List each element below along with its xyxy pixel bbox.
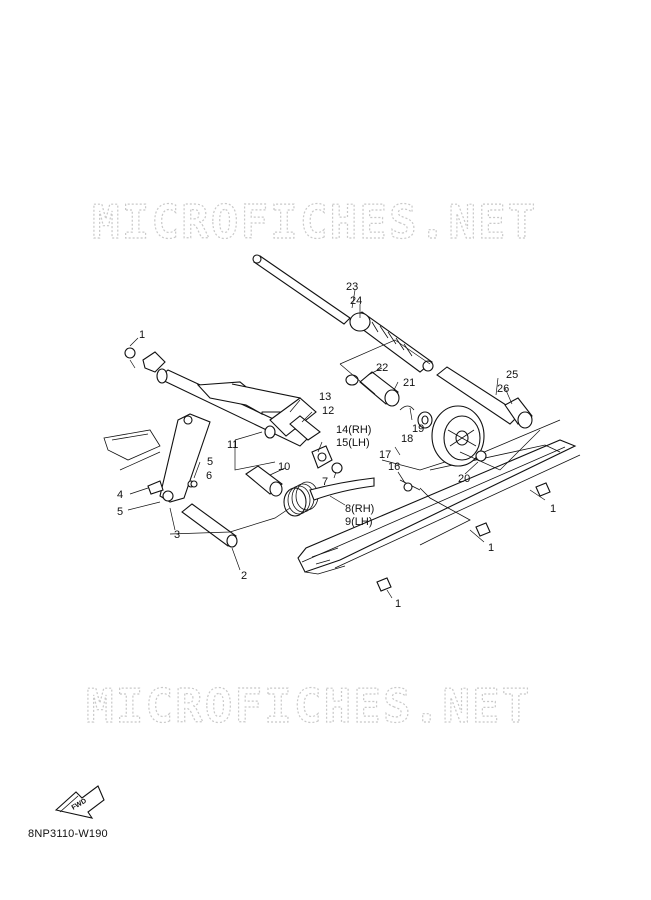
callout-1-rail-right[interactable]: 1: [550, 503, 556, 515]
callout-7[interactable]: 7: [322, 476, 328, 488]
callout-19-label[interactable]: 19: [412, 423, 424, 435]
callout-13[interactable]: 13: [319, 391, 331, 403]
callout-22[interactable]: 22: [376, 362, 388, 374]
callout-23[interactable]: 23: [346, 281, 358, 293]
link-arm: [159, 413, 211, 503]
callout-5-lower[interactable]: 5: [117, 506, 123, 518]
watermark-top: MICROFICHES.NET: [92, 195, 537, 249]
callout-3[interactable]: 3: [174, 529, 180, 541]
slide-rail-assembly: [297, 419, 581, 575]
bolt-rail-3: [376, 577, 392, 592]
callout-21[interactable]: 21: [403, 377, 415, 389]
callout-10[interactable]: 10: [278, 461, 290, 473]
callout-17-visible[interactable]: 17: [379, 449, 391, 461]
watermark-bottom: MICROFICHES.NET: [86, 679, 531, 733]
decal-left: [103, 429, 161, 461]
block-14: [311, 445, 333, 469]
mount-bracket: [124, 347, 166, 373]
callout-5-upper[interactable]: 5: [207, 456, 213, 468]
washer-6: [190, 480, 198, 488]
bolt-4: [147, 480, 164, 495]
diagram-code: 8NP3110-W190: [28, 828, 108, 840]
shock-absorber: [252, 254, 434, 373]
callout-1-top-left[interactable]: 1: [139, 329, 145, 341]
bolt-rail-2: [475, 522, 491, 537]
washer-16: [403, 482, 413, 492]
fwd-arrow-icon: FWD: [54, 785, 105, 819]
callout-26[interactable]: 26: [497, 383, 509, 395]
callout-14-rh[interactable]: 14(RH): [336, 424, 371, 436]
roller-21: [345, 371, 400, 407]
torsion-spring: [283, 477, 375, 517]
callout-20[interactable]: 20: [458, 473, 470, 485]
callout-2[interactable]: 2: [241, 570, 247, 582]
idler-wheel: [399, 405, 487, 467]
callout-9-lh[interactable]: 9(LH): [345, 516, 373, 528]
callout-4[interactable]: 4: [117, 489, 123, 501]
callout-1-rail-bottom[interactable]: 1: [395, 598, 401, 610]
callout-12[interactable]: 12: [322, 405, 334, 417]
callout-11[interactable]: 11: [227, 439, 238, 451]
callout-1-rail-mid[interactable]: 1: [488, 542, 494, 554]
callout-25[interactable]: 25: [506, 369, 518, 381]
swing-arm: [156, 368, 321, 447]
callout-8-rh[interactable]: 8(RH): [345, 503, 374, 515]
callout-24[interactable]: 24: [350, 295, 362, 307]
collar-10: [245, 465, 283, 497]
ring-7: [331, 462, 343, 474]
callout-15-lh[interactable]: 15(LH): [336, 437, 370, 449]
callout-6[interactable]: 6: [206, 470, 212, 482]
leader-lines: [119, 289, 546, 599]
lower-shaft: [181, 503, 238, 548]
callout-16[interactable]: 16: [388, 461, 400, 473]
callout-18[interactable]: 18: [401, 433, 413, 445]
bolt-rail-1: [535, 482, 551, 497]
rear-shaft-25: [436, 366, 533, 429]
